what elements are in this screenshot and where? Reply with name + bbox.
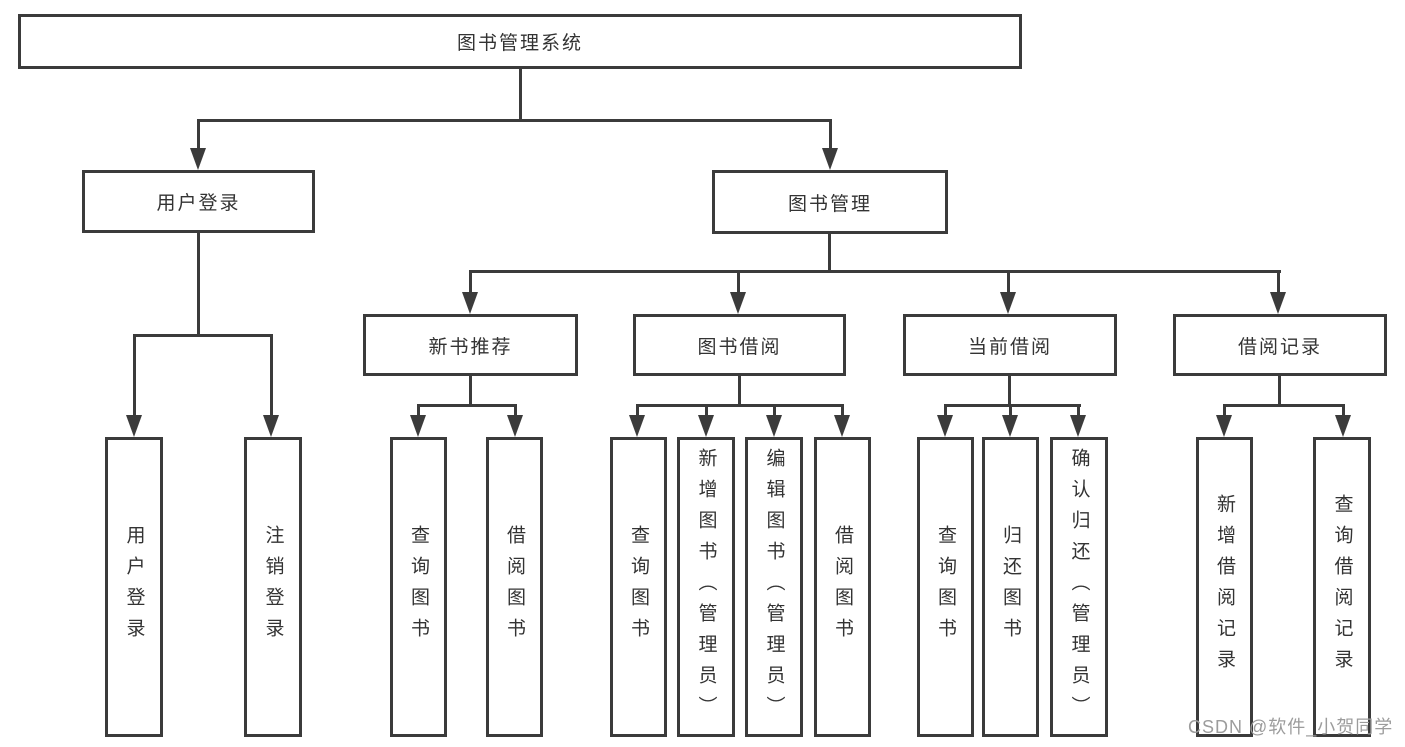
connector-line bbox=[1077, 404, 1080, 418]
arrow-down-icon bbox=[1000, 292, 1016, 314]
connector-line bbox=[1007, 270, 1010, 296]
leaf-logout: 注销登录 bbox=[244, 437, 302, 737]
connector-line bbox=[270, 334, 273, 417]
connector-line bbox=[829, 119, 832, 151]
leaf-add-book-admin: 新增图书（管理员） bbox=[677, 437, 735, 737]
arrow-down-icon bbox=[730, 292, 746, 314]
connector-line bbox=[1223, 404, 1345, 407]
connector-line bbox=[944, 404, 1081, 407]
connector-line bbox=[738, 376, 741, 407]
connector-line bbox=[841, 404, 844, 418]
arrow-down-icon bbox=[190, 148, 206, 170]
arrow-down-icon bbox=[1070, 415, 1086, 437]
connector-line bbox=[737, 270, 740, 296]
connector-line bbox=[519, 69, 522, 121]
connector-line bbox=[469, 270, 472, 296]
connector-line bbox=[1009, 404, 1012, 418]
arrow-down-icon bbox=[766, 415, 782, 437]
connector-line bbox=[828, 234, 831, 273]
connector-line bbox=[773, 404, 776, 418]
connector-line bbox=[417, 404, 420, 418]
connector-line bbox=[944, 404, 947, 418]
connector-line bbox=[469, 376, 472, 407]
connector-line bbox=[1008, 376, 1011, 407]
leaf-edit-book-admin: 编辑图书（管理员） bbox=[745, 437, 803, 737]
arrow-down-icon bbox=[834, 415, 850, 437]
arrow-down-icon bbox=[507, 415, 523, 437]
connector-line bbox=[514, 404, 517, 418]
leaf-return-book: 归还图书 bbox=[982, 437, 1039, 737]
leaf-query-book-current: 查询图书 bbox=[917, 437, 974, 737]
node-user-login: 用户登录 bbox=[82, 170, 315, 233]
connector-line bbox=[1277, 270, 1280, 296]
connector-line bbox=[197, 233, 200, 337]
connector-line bbox=[469, 270, 1281, 273]
arrow-down-icon bbox=[698, 415, 714, 437]
node-borrow-records: 借阅记录 bbox=[1173, 314, 1387, 376]
arrow-down-icon bbox=[1216, 415, 1232, 437]
watermark: CSDN @软件_小贺同学 bbox=[1188, 717, 1394, 737]
connector-line bbox=[197, 119, 200, 151]
node-book-borrow: 图书借阅 bbox=[633, 314, 846, 376]
connector-line bbox=[133, 334, 273, 337]
arrow-down-icon bbox=[263, 415, 279, 437]
leaf-borrow-book-recommend: 借阅图书 bbox=[486, 437, 543, 737]
leaf-query-book-borrow: 查询图书 bbox=[610, 437, 667, 737]
connector-line bbox=[1223, 404, 1226, 418]
leaf-confirm-return-admin: 确认归还（管理员） bbox=[1050, 437, 1108, 737]
leaf-borrow-book: 借阅图书 bbox=[814, 437, 871, 737]
node-new-book-recommend: 新书推荐 bbox=[363, 314, 578, 376]
leaf-query-book-recommend: 查询图书 bbox=[390, 437, 447, 737]
connector-line bbox=[133, 334, 136, 417]
leaf-query-borrow-record: 查询借阅记录 bbox=[1313, 437, 1371, 737]
node-library-system: 图书管理系统 bbox=[18, 14, 1022, 69]
arrow-down-icon bbox=[1002, 415, 1018, 437]
arrow-down-icon bbox=[410, 415, 426, 437]
arrow-down-icon bbox=[822, 148, 838, 170]
leaf-add-borrow-record: 新增借阅记录 bbox=[1196, 437, 1253, 737]
connector-line bbox=[636, 404, 844, 407]
node-book-management: 图书管理 bbox=[712, 170, 948, 234]
arrow-down-icon bbox=[1335, 415, 1351, 437]
arrow-down-icon bbox=[937, 415, 953, 437]
arrow-down-icon bbox=[462, 292, 478, 314]
connector-line bbox=[636, 404, 639, 418]
node-current-borrow: 当前借阅 bbox=[903, 314, 1117, 376]
connector-line bbox=[197, 119, 832, 122]
connector-line bbox=[705, 404, 708, 418]
connector-line bbox=[417, 404, 517, 407]
arrow-down-icon bbox=[629, 415, 645, 437]
arrow-down-icon bbox=[1270, 292, 1286, 314]
arrow-down-icon bbox=[126, 415, 142, 437]
leaf-user-login: 用户登录 bbox=[105, 437, 163, 737]
connector-line bbox=[1342, 404, 1345, 418]
connector-line bbox=[1278, 376, 1281, 407]
